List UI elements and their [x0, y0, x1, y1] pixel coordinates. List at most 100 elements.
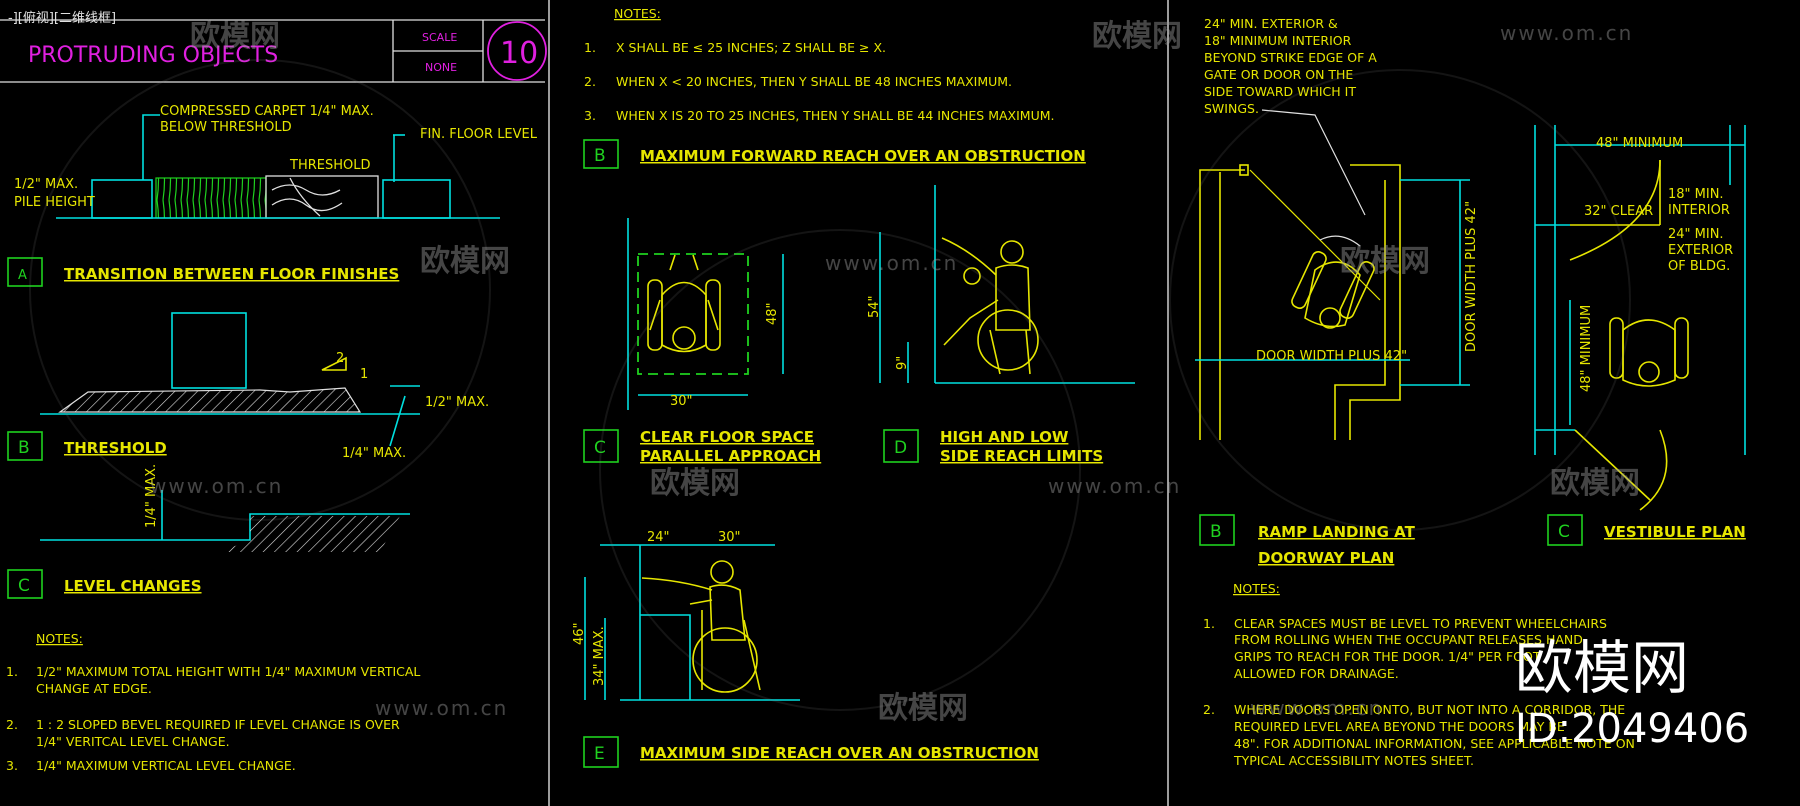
p2-section-e-letter: E	[594, 744, 605, 764]
watermark-brand-large: 欧模网	[1515, 634, 1689, 702]
door-width-label-vertical: DOOR WIDTH PLUS 42"	[1464, 201, 1479, 352]
p1-note2-line2: 1/4" VERITCAL LEVEL CHANGE.	[36, 734, 230, 749]
watermark-brand-5: 欧模网	[650, 466, 740, 501]
section-b-letter: B	[18, 438, 30, 458]
p1-note3-num: 3.	[6, 758, 18, 773]
p1-note2-line1: 1 : 2 SLOPED BEVEL REQUIRED IF LEVEL CHA…	[36, 717, 400, 732]
door-note-line4: GATE OR DOOR ON THE	[1204, 67, 1353, 82]
watermark-url-5: www.om.cn	[375, 696, 508, 720]
dim-48-label: 48"	[765, 302, 780, 325]
detail-c-drawing	[40, 490, 410, 552]
panel1-notes-title: NOTES:	[36, 631, 83, 646]
dim-46-label: 46"	[572, 622, 587, 645]
watermark-url-3: www.om.cn	[150, 474, 283, 498]
detail-d-side-reach-drawing	[879, 185, 1135, 384]
p2-section-b-title: MAXIMUM FORWARD REACH OVER AN OBSTRUCTIO…	[640, 147, 1086, 165]
p3-note2-line2: REQUIRED LEVEL AREA BEYOND THE DOORS MAY…	[1234, 719, 1565, 734]
p3-note2-line3: 48". FOR ADDITIONAL INFORMATION, SEE APP…	[1234, 736, 1635, 751]
watermark-url-6: www.om.cn	[1250, 696, 1383, 720]
p3-section-b-marker	[1199, 514, 1235, 546]
vestibule-plan-drawing	[1534, 125, 1746, 511]
p1-note1-line1: 1/2" MAXIMUM TOTAL HEIGHT WITH 1/4" MAXI…	[36, 664, 420, 679]
watermark-url-1: www.om.cn	[1500, 21, 1633, 45]
section-b-title: THRESHOLD	[64, 439, 167, 457]
section-a-marker	[7, 257, 43, 287]
window-title: -][俯视][二维线框]	[8, 10, 116, 26]
p2-note2-num: 2.	[584, 74, 596, 89]
p2-note2-text: WHEN X < 20 INCHES, THEN Y SHALL BE 48 I…	[616, 74, 1012, 89]
detail-b-drawing	[40, 312, 420, 447]
fin-floor-label: FIN. FLOOR LEVEL	[420, 127, 538, 142]
p3-section-c-title: VESTIBULE PLAN	[1604, 523, 1746, 541]
p2-note1-num: 1.	[584, 40, 596, 55]
p2-note3-text: WHEN X IS 20 TO 25 INCHES, THEN Y SHALL …	[616, 108, 1055, 123]
title-block: PROTRUDING OBJECTS SCALE NONE 10	[0, 19, 547, 83]
door-clearance-note: 24" MIN. EXTERIOR & 18" MINIMUM INTERIOR…	[1204, 16, 1377, 116]
vestibule-48-min-side: 48" MINIMUM	[1579, 305, 1594, 392]
p3-section-b-title-line2: DOORWAY PLAN	[1258, 549, 1394, 567]
detail-c-clear-floor-drawing	[627, 218, 784, 410]
vestibule-48-min-top: 48" MINIMUM	[1596, 136, 1683, 151]
watermark-layer: 欧模网 欧模网 欧模网 欧模网 欧模网 欧模网 欧模网 www.om.cn ww…	[29, 19, 1749, 752]
carpet-note-line1: COMPRESSED CARPET 1/4" MAX.	[160, 104, 374, 119]
p3-section-c-letter: C	[1558, 522, 1570, 542]
watermark-brand-4: 欧模网	[1340, 244, 1430, 279]
watermark-url-4: www.om.cn	[1048, 474, 1181, 498]
threshold-label: THRESHOLD	[289, 158, 370, 173]
panel3-notes: 1. CLEAR SPACES MUST BE LEVEL TO PREVENT…	[1203, 616, 1635, 768]
section-a-letter: A	[18, 268, 27, 283]
panel3-notes-title: NOTES:	[1233, 581, 1280, 596]
p2-section-d-marker	[883, 429, 919, 463]
p1-note1-num: 1.	[6, 664, 18, 679]
detail-e-side-reach-obstruction-drawing	[584, 544, 800, 701]
p3-note1-line3: GRIPS TO REACH FOR THE DOOR. 1/4" PER FO…	[1234, 649, 1541, 664]
p1-note2-num: 2.	[6, 717, 18, 732]
door-width-label-horizontal: DOOR WIDTH PLUS 42"	[1256, 349, 1407, 364]
panel1-notes: 1. 1/2" MAXIMUM TOTAL HEIGHT WITH 1/4" M…	[6, 664, 420, 773]
scale-value: NONE	[425, 61, 457, 74]
p2-section-e-marker	[583, 736, 619, 768]
watermark-brand-2: 欧模网	[1092, 19, 1182, 54]
pile-label-line2: PILE HEIGHT	[14, 195, 95, 210]
carpet-note-line2: BELOW THRESHOLD	[160, 120, 292, 135]
p2-section-c-letter: C	[594, 438, 606, 458]
watermark-id: ID:2049406	[1515, 706, 1749, 752]
p3-note1-line4: ALLOWED FOR DRAINAGE.	[1234, 666, 1399, 681]
detail-a-drawing	[56, 114, 500, 219]
p2-section-c-title-line2: PARALLEL APPROACH	[640, 447, 821, 465]
pile-label-line1: 1/2" MAX.	[14, 177, 78, 192]
door-note-line6: SWINGS.	[1204, 101, 1259, 116]
dim-54-label: 54"	[867, 295, 882, 318]
vestibule-18-min-line1: 18" MIN.	[1668, 187, 1724, 202]
p3-section-b-title-line1: RAMP LANDING AT	[1258, 523, 1416, 541]
scale-label: SCALE	[422, 31, 457, 44]
door-note-line2: 18" MINIMUM INTERIOR	[1204, 33, 1352, 48]
door-note-leader	[1261, 109, 1366, 216]
p3-section-c-marker	[1547, 514, 1583, 546]
vestibule-32-clear: 32" CLEAR	[1584, 204, 1653, 219]
p2-section-d-title-line2: SIDE REACH LIMITS	[940, 447, 1103, 465]
watermark-brand-7: 欧模网	[878, 691, 968, 726]
watermark-brand-6: 欧模网	[1550, 466, 1640, 501]
p2-section-b-marker	[583, 139, 619, 169]
sheet-title: PROTRUDING OBJECTS	[28, 43, 278, 68]
ramp-landing-plan-drawing	[1195, 164, 1470, 440]
p3-note2-line1: WHERE DOORS OPEN ONTO, BUT NOT INTO A CO…	[1234, 702, 1625, 717]
p3-note1-num: 1.	[1203, 616, 1215, 631]
p2-section-b-letter: B	[594, 146, 606, 166]
p2-section-d-letter: D	[894, 438, 907, 458]
p1-note3-line1: 1/4" MAXIMUM VERTICAL LEVEL CHANGE.	[36, 758, 296, 773]
p3-note1-line1: CLEAR SPACES MUST BE LEVEL TO PREVENT WH…	[1234, 616, 1607, 631]
quarter-inch-max-label: 1/4" MAX.	[342, 446, 406, 461]
p1-note1-line2: CHANGE AT EDGE.	[36, 681, 152, 696]
vestibule-18-min-line2: INTERIOR	[1668, 203, 1730, 218]
watermark-brand-1: 欧模网	[190, 19, 280, 54]
vestibule-24-min-line2: EXTERIOR	[1668, 243, 1733, 258]
sheet-number: 10	[500, 36, 538, 71]
p3-note2-num: 2.	[1203, 702, 1215, 717]
panel2-notes-title: NOTES:	[614, 6, 661, 21]
p3-note2-line4: TYPICAL ACCESSIBILITY NOTES SHEET.	[1233, 753, 1474, 768]
section-b-marker	[7, 431, 43, 461]
section-c-letter: C	[18, 576, 30, 596]
